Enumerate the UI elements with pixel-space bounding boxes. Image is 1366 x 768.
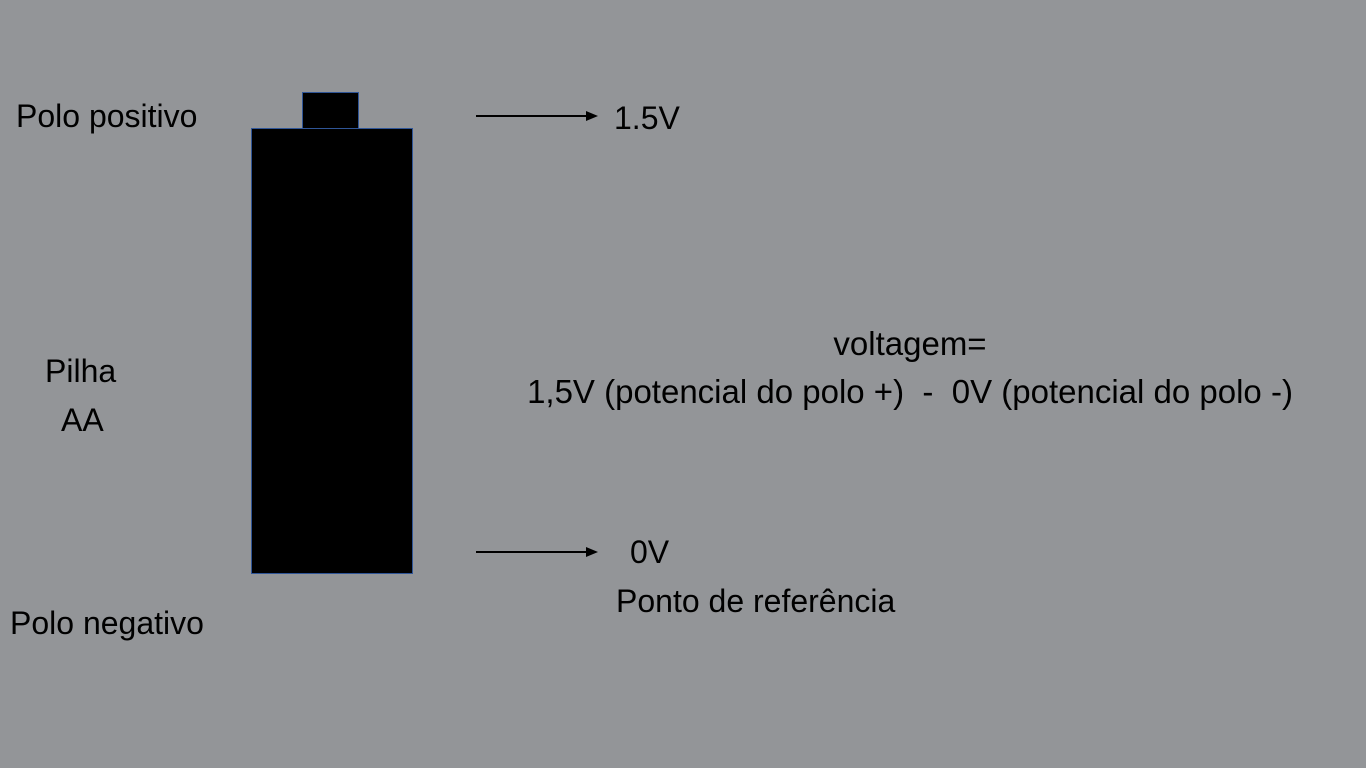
negative-arrow-icon [476,547,598,557]
reference-point-label: Ponto de referência [616,583,896,619]
positive-arrow-icon [476,111,598,121]
battery-name-line2: AA [61,402,104,438]
formula-line-1: voltagem= [833,325,987,362]
positive-voltage-label: 1.5V [614,100,680,136]
battery-positive-terminal [302,92,359,129]
negative-voltage-label: 0V [630,534,670,570]
battery-name-line1: Pilha [45,353,117,389]
formula-line-2: 1,5V (potencial do polo +) - 0V (potenci… [527,373,1293,410]
positive-pole-label: Polo positivo [16,98,198,134]
battery-body [251,128,413,574]
negative-pole-label: Polo negativo [10,605,204,641]
